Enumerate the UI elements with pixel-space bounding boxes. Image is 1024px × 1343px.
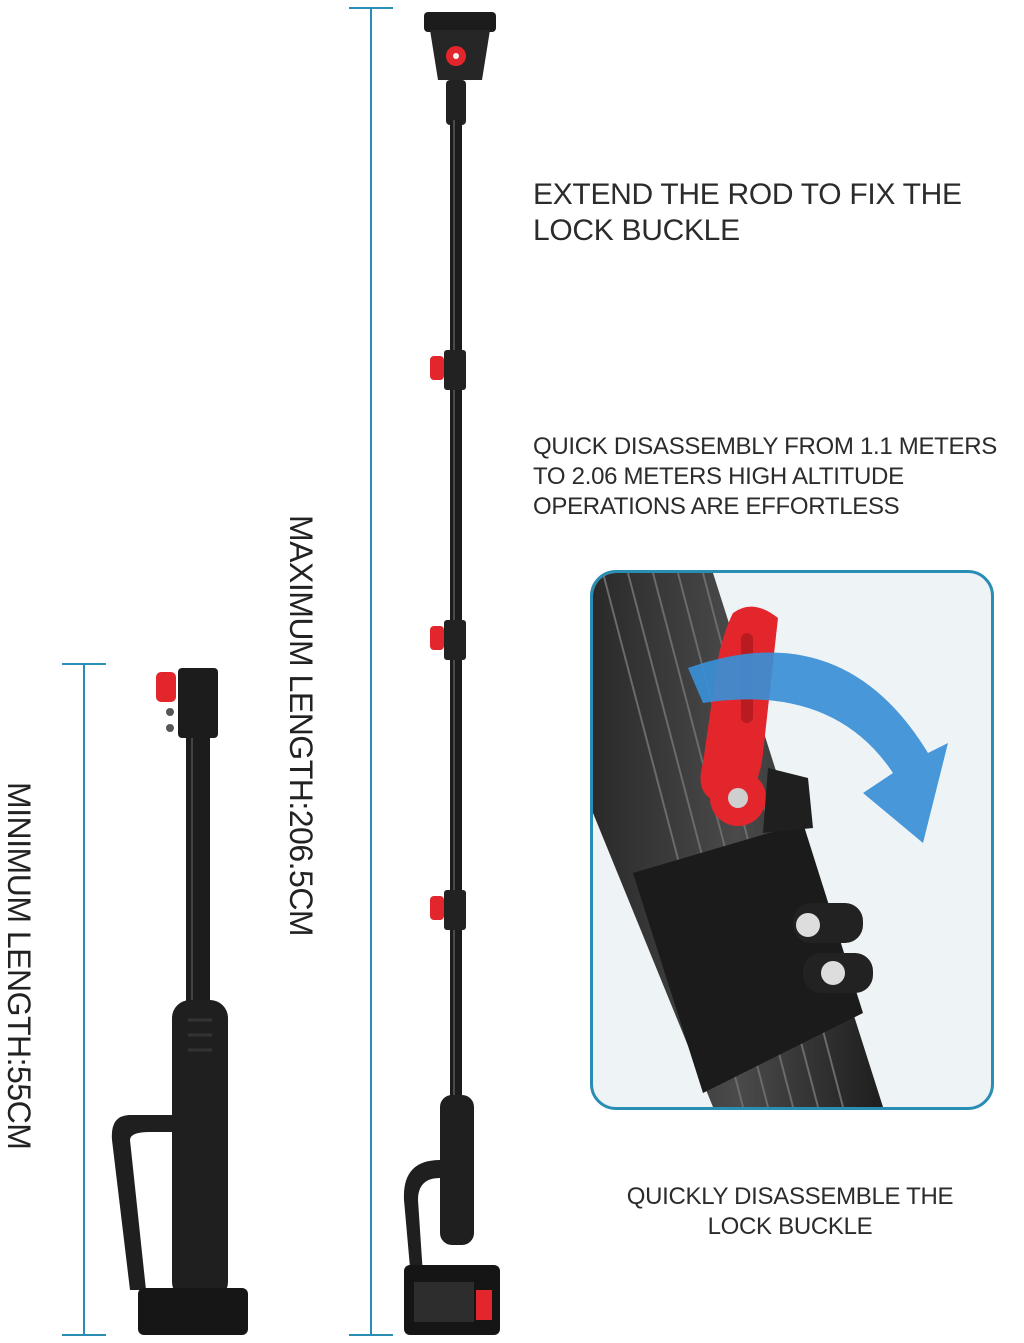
caption-quick-disassembly: QUICK DISASSEMBLY FROM 1.1 METERS TO 2.0…: [533, 432, 1023, 522]
extended-pole: [403, 12, 500, 1335]
caption-line: LOCK BUCKLE: [707, 1213, 873, 1240]
min-length-measure-line: [62, 663, 106, 1336]
caption-line: QUICKLY DISASSEMBLE THE: [626, 1183, 954, 1210]
caption-line: TO 2.06 METERS HIGH ALTITUDE: [533, 463, 904, 490]
caption-disassemble-buckle: QUICKLY DISASSEMBLE THE LOCK BUCKLE: [600, 1182, 980, 1242]
max-length-measure-line: [349, 7, 393, 1336]
lock-buckle-closeup: [593, 573, 948, 1107]
max-length-label: MAXIMUM LENGTH:206.5CM: [283, 515, 319, 937]
detail-inset: [590, 570, 994, 1110]
caption-line: OPERATIONS ARE EFFORTLESS: [533, 493, 900, 520]
caption-line: QUICK DISASSEMBLY FROM 1.1 METERS: [533, 433, 997, 460]
short-pole: [111, 668, 248, 1335]
caption-extend-rod: EXTEND THE ROD TO FIX THE LOCK BUCKLE: [533, 178, 962, 247]
min-length-label: MINIMUM LENGTH:55CM: [1, 782, 37, 1150]
